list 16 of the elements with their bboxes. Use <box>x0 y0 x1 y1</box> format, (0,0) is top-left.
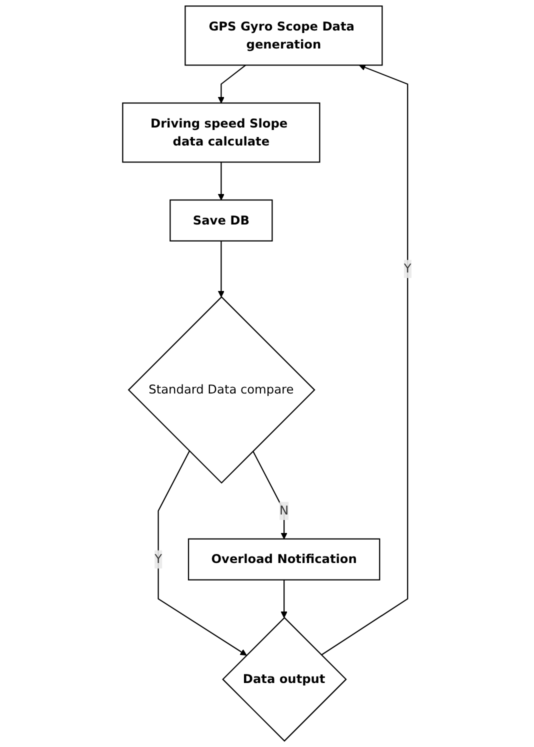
edge-label: Y <box>154 552 162 566</box>
edge-label: N <box>280 503 289 518</box>
node-box: Driving speed Slope data calculate <box>122 102 320 163</box>
node-box: Save DB <box>170 199 273 242</box>
arrow <box>218 162 225 200</box>
arrow <box>321 64 408 656</box>
arrow <box>218 64 246 104</box>
arrow <box>158 450 247 656</box>
node-diamond: Standard Data compare <box>128 296 316 484</box>
edge-label: Y <box>404 261 412 276</box>
node-box: Overload Notification <box>188 538 380 580</box>
arrow <box>280 580 288 618</box>
node-diamond: Data output <box>222 616 347 742</box>
arrow <box>218 240 225 298</box>
arrow <box>252 450 288 540</box>
node-box: GPS Gyro Scope Data generation <box>184 6 383 66</box>
